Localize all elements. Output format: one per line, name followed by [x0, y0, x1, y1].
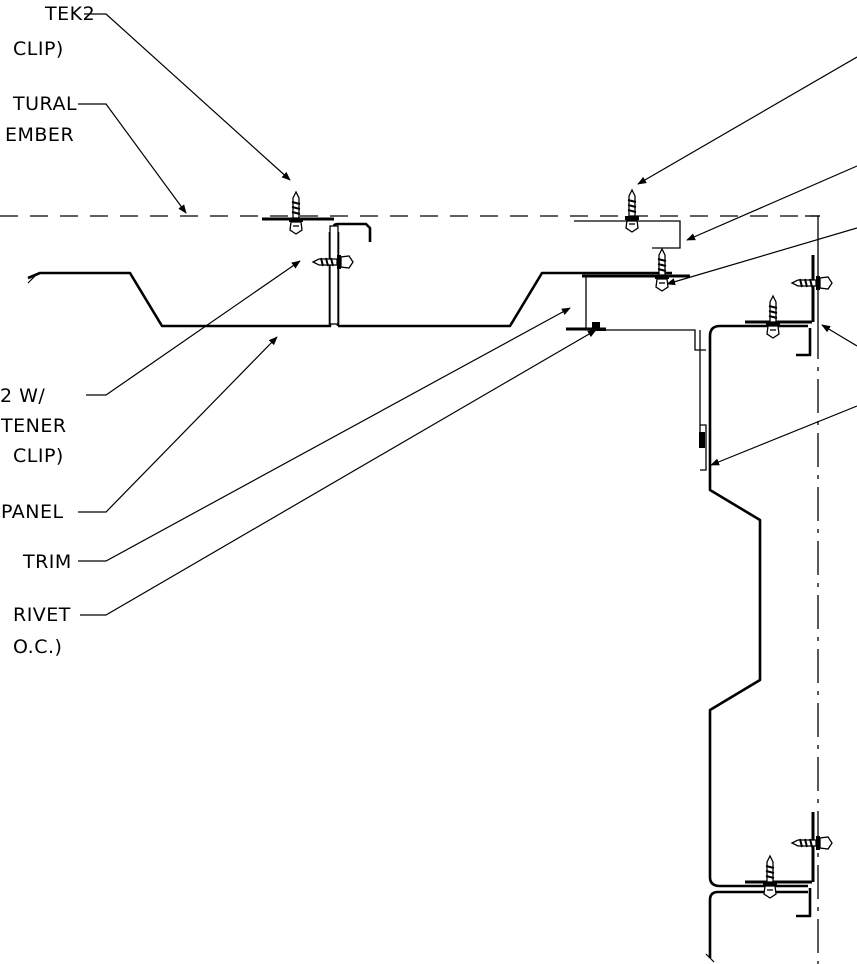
label-tek2: TEK2: [44, 3, 95, 25]
wall-screw-upper-icon: [765, 295, 781, 339]
leader-structural-member: [78, 103, 187, 214]
label-structural: TURAL: [12, 93, 77, 115]
wall-panel-lower: [708, 890, 808, 958]
label-trim: TRIM: [22, 551, 72, 573]
leader-fastener: [86, 260, 301, 396]
label-w: 2 W/: [0, 385, 45, 407]
trim-rivet-icon: [699, 432, 705, 448]
tek-screw-1-icon: [288, 191, 304, 235]
roof-panel-profile: [27, 232, 672, 328]
leader-right-2: [686, 165, 857, 241]
wall-panel-end-tick: [705, 953, 715, 963]
wall-clip-lower-hook: [796, 888, 812, 918]
label-panel: PANEL: [1, 501, 64, 523]
label-clip: CLIP): [13, 38, 64, 60]
label-member: EMBER: [5, 124, 74, 146]
wall-screw-lower-icon: [762, 855, 778, 899]
label-clip-2: CLIP): [13, 445, 64, 467]
trim-flashing: [574, 220, 681, 249]
leader-right-5: [710, 405, 857, 466]
leader-rivet: [80, 329, 597, 616]
leader-right-3: [666, 227, 857, 286]
leader-right-4: [821, 324, 857, 347]
label-oc: O.C.): [13, 636, 62, 658]
label-rivet: RIVET: [13, 604, 71, 626]
trim-screw-icon: [654, 248, 670, 292]
trim-profile: [585, 276, 706, 351]
panel-end-tick: [27, 274, 37, 284]
leader-right-1: [637, 56, 857, 185]
seam-clip: [332, 222, 372, 242]
tek-screw-2-icon: [624, 189, 640, 233]
leader-trim: [78, 307, 571, 562]
wall-clip-upper-hook: [796, 328, 812, 357]
wall-panel-profile: [708, 324, 808, 888]
label-fastener: TENER: [0, 415, 67, 437]
leader-panel: [78, 336, 278, 513]
clip-plate: [329, 225, 339, 325]
rivet-icon: [590, 322, 606, 331]
trim-hem: [700, 424, 707, 471]
leader-tek2: [84, 13, 291, 181]
